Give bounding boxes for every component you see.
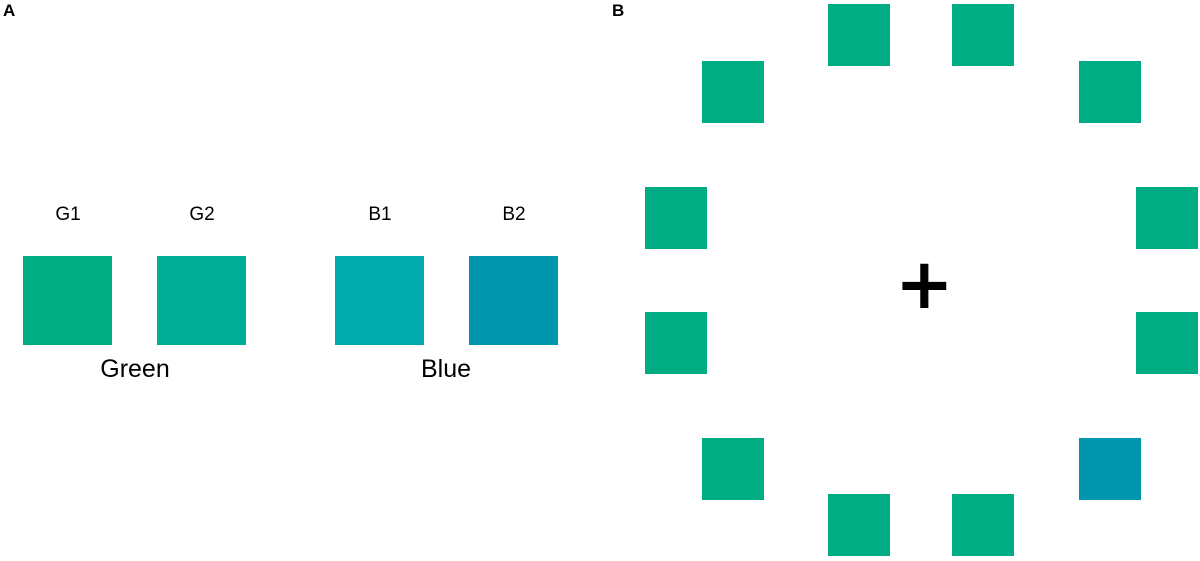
color-swatch-b1: [335, 256, 424, 345]
distractor-square: [1136, 312, 1198, 374]
distractor-square: [952, 4, 1014, 66]
panel-a-letter: A: [3, 1, 16, 20]
color-swatch-b2: [469, 256, 558, 345]
distractor-square: [1136, 187, 1198, 249]
swatch-label-b2: B2: [502, 204, 526, 225]
distractor-square: [828, 494, 890, 556]
distractor-square: [828, 4, 890, 66]
color-swatch-g2: [157, 256, 246, 345]
color-swatch-g1: [23, 256, 112, 345]
group-label-blue: Blue: [420, 355, 472, 383]
group-label-green: Green: [100, 355, 170, 383]
distractor-square: [645, 312, 707, 374]
distractor-square: [702, 438, 764, 500]
swatch-label-g2: G2: [189, 204, 215, 225]
panel-b-letter: B: [612, 1, 625, 20]
swatch-label-b1: B1: [368, 204, 392, 225]
distractor-square: [952, 494, 1014, 556]
fixation-cross: +: [895, 243, 954, 325]
distractor-square: [1079, 61, 1141, 123]
distractor-square: [645, 187, 707, 249]
target-square: [1079, 438, 1141, 500]
swatch-label-g1: G1: [55, 204, 81, 225]
distractor-square: [702, 61, 764, 123]
